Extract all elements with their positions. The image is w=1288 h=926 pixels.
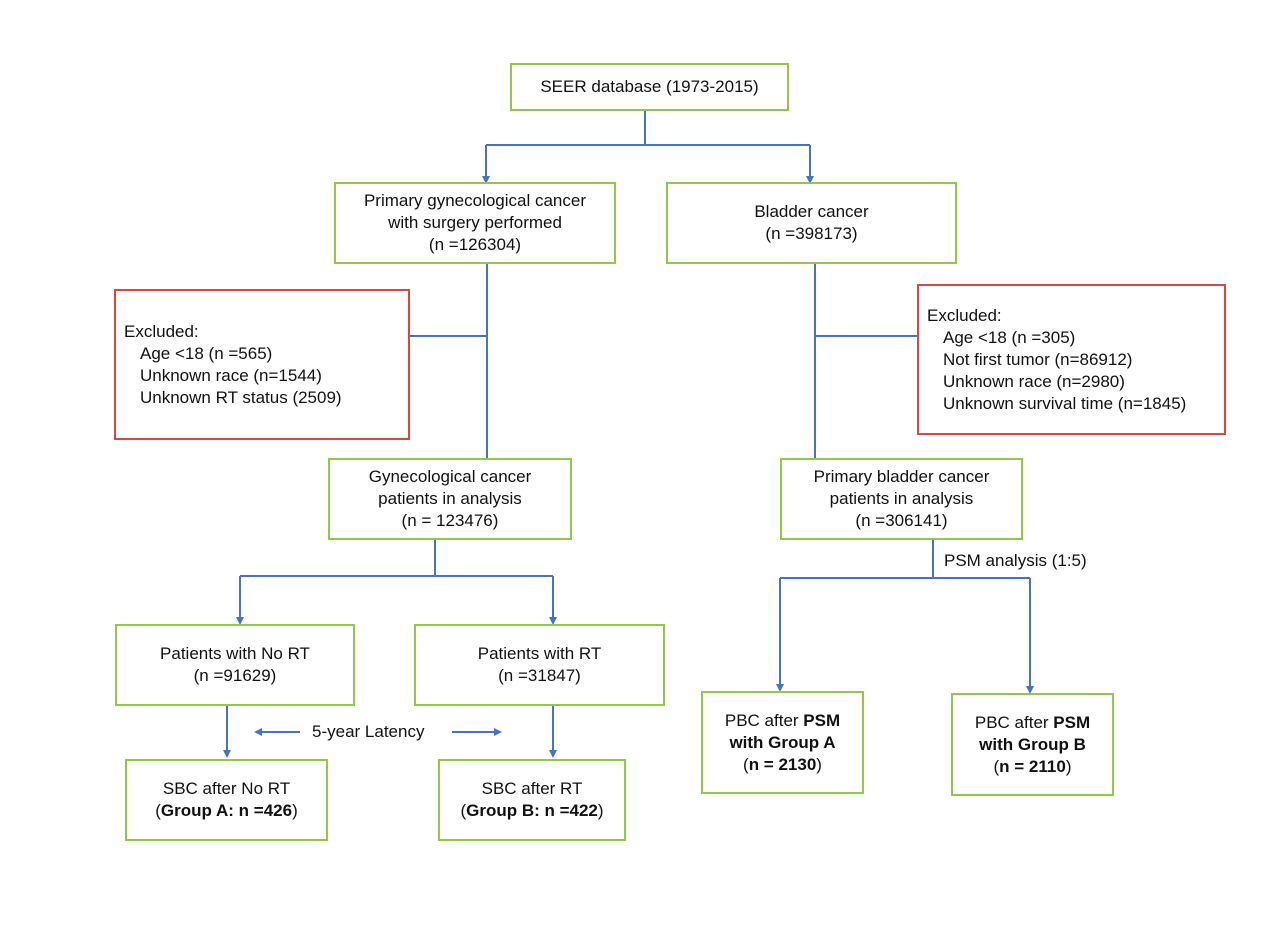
gyn-analysis-line2: patients in analysis xyxy=(378,489,522,508)
gyn-primary-box: Primary gynecological cancer with surger… xyxy=(334,182,616,264)
gyn-excluded-item: Unknown RT status (2509) xyxy=(140,387,342,407)
gyn-analysis-line1: Gynecological cancer xyxy=(368,467,532,486)
pbc-a-line1: PBC after PSM xyxy=(724,710,841,730)
pbc-analysis-line2: patients in analysis xyxy=(829,489,974,508)
pbc-b-line1: PBC after PSM xyxy=(974,712,1091,732)
pbc-group-b-box: PBC after PSM with Group B (n = 2110) xyxy=(951,693,1114,796)
gyn-excluded-box: Excluded: Age <18 (n =565) Unknown race … xyxy=(114,289,410,440)
bladder-excluded-item: Unknown survival time (n=1845) xyxy=(943,393,1187,413)
pbc-b-count: (n = 2110) xyxy=(993,756,1072,776)
pbc-analysis-count: (n =306141) xyxy=(855,511,948,530)
no-rt-label: Patients with No RT xyxy=(160,644,310,663)
pbc-a-line2: with Group A xyxy=(729,732,836,752)
bladder-box: Bladder cancer (n =398173) xyxy=(666,182,957,264)
bladder-count: (n =398173) xyxy=(765,224,858,243)
no-rt-count: (n =91629) xyxy=(193,666,277,685)
gyn-analysis-box: Gynecological cancer patients in analysi… xyxy=(328,458,572,540)
no-rt-box: Patients with No RT (n =91629) xyxy=(115,624,355,706)
sbc-rt-box: SBC after RT (Group B: n =422) xyxy=(438,759,626,841)
sbc-no-rt-group: (Group A: n =426) xyxy=(155,801,298,820)
group-a-count: Group A: n =426 xyxy=(160,801,293,820)
bladder-label: Bladder cancer xyxy=(754,202,869,221)
gyn-analysis-count: (n = 123476) xyxy=(401,511,499,530)
with-rt-box: Patients with RT (n =31847) xyxy=(414,624,665,706)
latency-label: 5-year Latency xyxy=(312,721,425,743)
psm-analysis-label: PSM analysis (1:5) xyxy=(944,550,1087,572)
gyn-primary-line1: Primary gynecological cancer xyxy=(363,191,587,210)
bladder-excluded-item: Not first tumor (n=86912) xyxy=(943,349,1133,369)
pbc-analysis-line1: Primary bladder cancer xyxy=(813,467,990,486)
group-b-count: Group B: n =422 xyxy=(466,801,598,820)
bladder-excluded-item: Age <18 (n =305) xyxy=(943,327,1076,347)
gyn-excluded-item: Age <18 (n =565) xyxy=(140,343,273,363)
with-rt-count: (n =31847) xyxy=(498,666,581,685)
gyn-primary-line2: with surgery performed xyxy=(388,213,562,232)
bladder-excluded-item: Unknown race (n=2980) xyxy=(943,371,1125,391)
gyn-excluded-item: Unknown race (n=1544) xyxy=(140,365,322,385)
sbc-rt-label: SBC after RT xyxy=(481,779,583,798)
pbc-analysis-box: Primary bladder cancer patients in analy… xyxy=(780,458,1023,540)
pbc-a-count: (n = 2130) xyxy=(743,754,822,774)
bladder-excluded-title: Excluded: xyxy=(927,305,1002,325)
pbc-b-line2: with Group B xyxy=(979,734,1086,754)
sbc-no-rt-label: SBC after No RT xyxy=(162,779,291,798)
gyn-excluded-title: Excluded: xyxy=(124,321,199,341)
bladder-excluded-box: Excluded: Age <18 (n =305) Not first tum… xyxy=(917,284,1226,435)
with-rt-label: Patients with RT xyxy=(477,644,602,663)
sbc-rt-group: (Group B: n =422) xyxy=(460,801,604,820)
sbc-no-rt-box: SBC after No RT (Group A: n =426) xyxy=(125,759,328,841)
seer-database-box: SEER database (1973-2015) xyxy=(510,63,789,111)
seer-label: SEER database (1973-2015) xyxy=(540,77,759,96)
gyn-primary-count: (n =126304) xyxy=(428,235,522,254)
pbc-group-a-box: PBC after PSM with Group A (n = 2130) xyxy=(701,691,864,794)
